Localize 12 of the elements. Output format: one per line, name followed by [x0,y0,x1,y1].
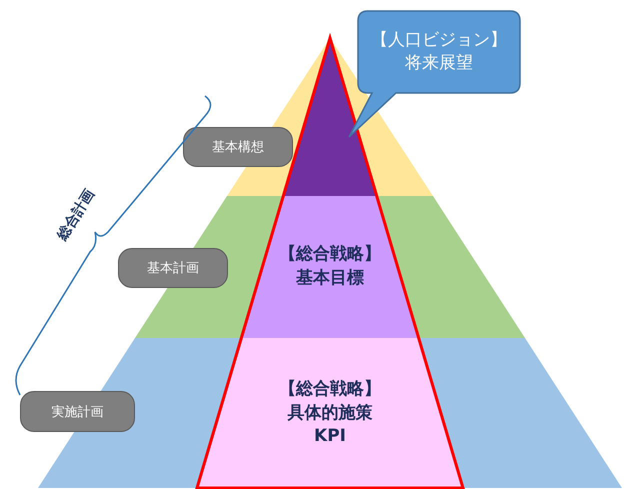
brace-label: 総合計画 [54,186,98,244]
level-tag: 基本計画 [118,248,228,288]
callout-tooltip [347,10,521,140]
level-tag: 実施計画 [20,391,135,432]
segment-text: 具体的施策 [288,402,372,425]
segment-text: 【総合戦略】 [279,243,381,266]
segment-text: 基本目標 [296,267,364,290]
level-tag: 基本構想 [183,127,293,167]
segment-text: KPI [314,425,346,448]
callout-text: 【人口ビジョン】 [371,29,507,52]
callout-text: 将来展望 [405,52,473,75]
segment-text: 【総合戦略】 [279,378,381,401]
